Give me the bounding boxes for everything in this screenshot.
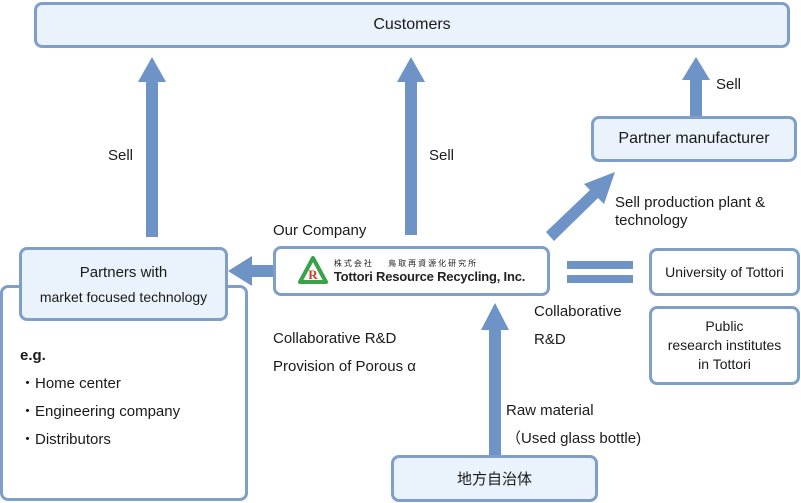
porous-label: Provision of Porous α <box>273 358 416 375</box>
sell-plant-label-line1: Sell production plant & <box>615 194 766 211</box>
used-glass-label: （Used glass bottle) <box>506 430 642 447</box>
logo-letter: R <box>308 267 318 282</box>
company-box: R 株式会社 鳥取再資源化研究所 Tottori Resource Recycl… <box>273 246 550 296</box>
partner-manufacturer-box: Partner manufacturer <box>591 116 797 162</box>
arrow-sell-center <box>397 57 425 235</box>
public-label-line2: research institutes <box>667 337 782 353</box>
public-institutes-box: Public research institutes in Tottori <box>649 306 800 385</box>
our-company-label: Our Company <box>273 222 367 239</box>
collab-label-line1: Collaborative <box>534 303 622 320</box>
arrow-sell-plant <box>546 172 615 241</box>
equals-sign <box>567 261 633 283</box>
university-box: University of Tottori <box>649 248 800 296</box>
examples-item: ・Engineering company <box>20 403 181 420</box>
sell-right-label: Sell <box>716 76 742 93</box>
collab-label-line2: R&D <box>534 331 566 348</box>
customers-label: Customers <box>373 16 451 33</box>
examples-item: ・Distributors <box>20 431 111 448</box>
local-government-label: 地方自治体 <box>456 471 532 488</box>
examples-list: e.g. ・Home center ・Engineering company ・… <box>20 342 180 454</box>
sell-left-label: Sell <box>108 147 134 164</box>
sell-center-label: Sell <box>429 147 455 164</box>
company-kanji-name: 株式会社 鳥取再資源化研究所 <box>333 258 479 268</box>
examples-head: e.g. <box>20 347 46 364</box>
public-label-line3: in Tottori <box>698 356 751 372</box>
company-logo: R 株式会社 鳥取再資源化研究所 Tottori Resource Recycl… <box>297 256 526 286</box>
partners-box: Partners with market focused technology <box>19 247 228 321</box>
examples-item: ・Home center <box>20 375 121 392</box>
customers-box: Customers <box>34 2 790 48</box>
arrow-sell-right <box>682 57 710 116</box>
recycle-logo-icon: R <box>297 256 328 284</box>
partners-label-line2: market focused technology <box>39 288 208 305</box>
company-english-name: Tottori Resource Recycling, Inc. <box>333 268 526 284</box>
collab-rd-label: Collaborative R&D <box>273 330 397 347</box>
public-label-line1: Public <box>705 318 744 334</box>
sell-plant-label-line2: technology <box>615 212 688 229</box>
local-government-box: 地方自治体 <box>391 455 598 502</box>
arrow-raw-material <box>481 303 509 455</box>
arrow-provision <box>228 256 276 286</box>
raw-material-label: Raw material <box>506 402 594 419</box>
partner-manufacturer-label: Partner manufacturer <box>618 130 770 147</box>
university-label: University of Tottori <box>665 264 784 280</box>
arrow-sell-left <box>138 57 166 237</box>
partners-label-line1: Partners with <box>79 263 168 281</box>
